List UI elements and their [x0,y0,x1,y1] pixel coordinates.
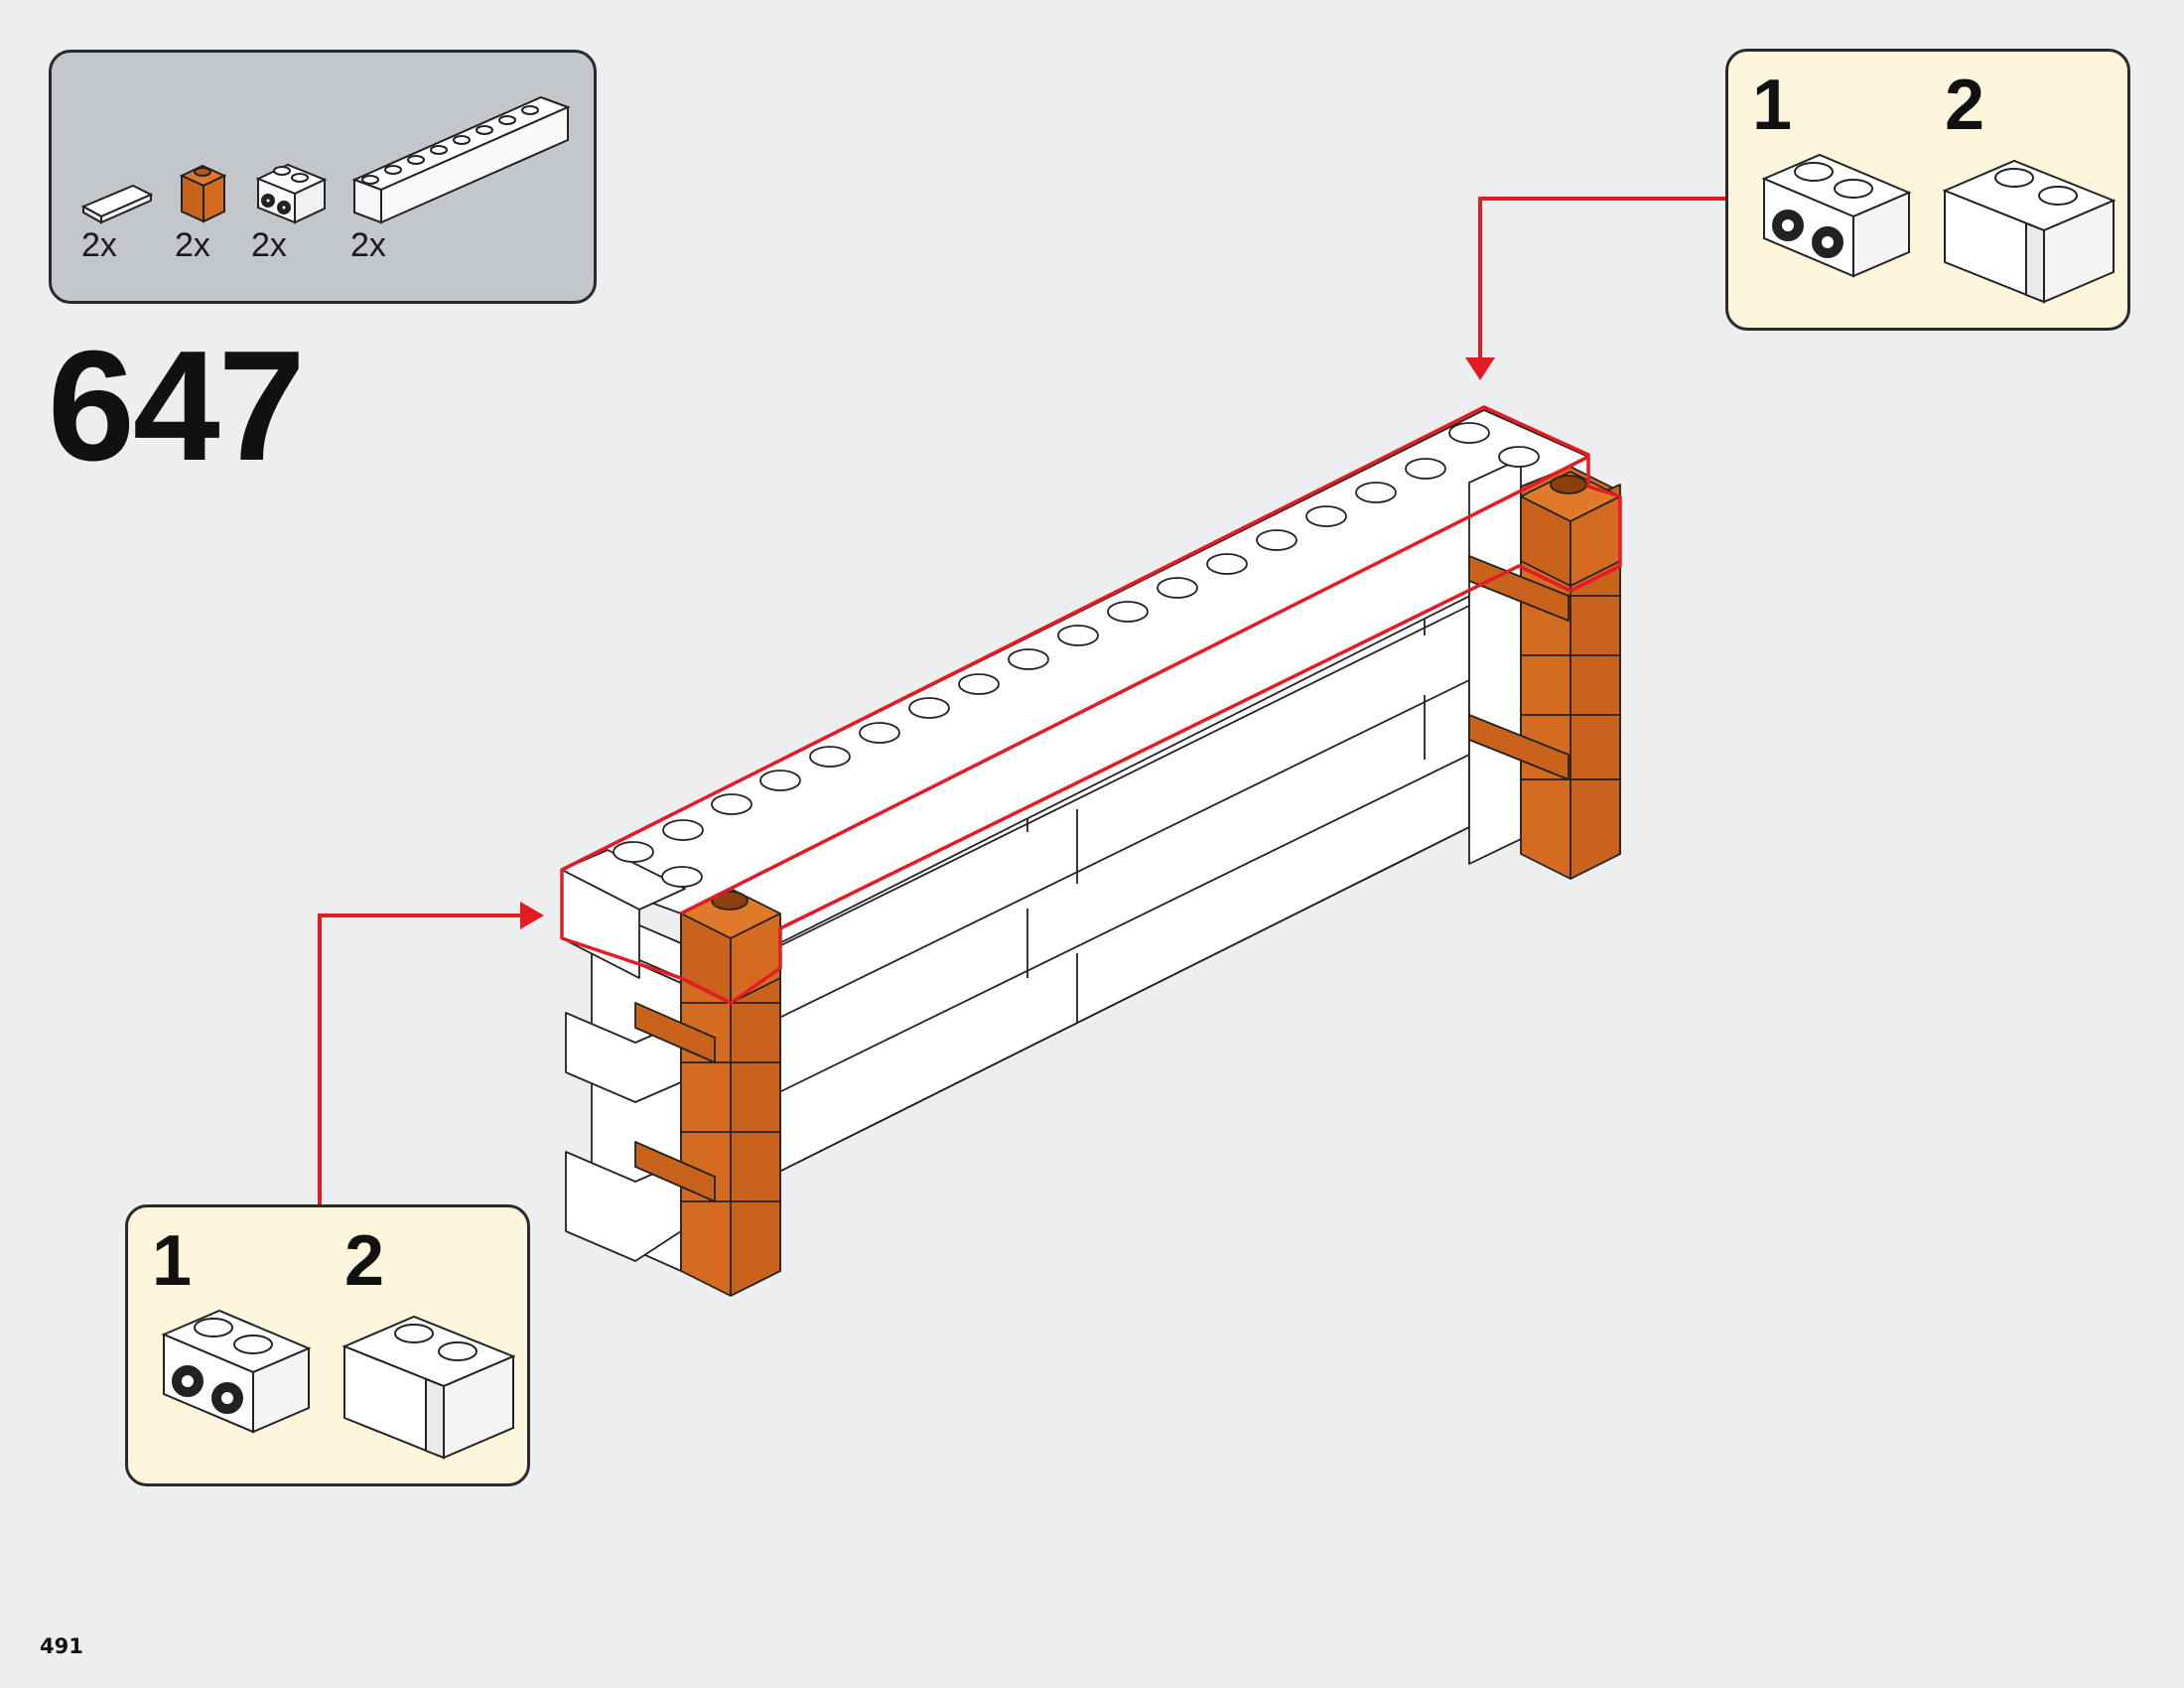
substep-callout-bottom: 1 2 [125,1204,530,1486]
left-top-new-bricks [561,849,781,1004]
part-quantity: 2x [81,226,117,264]
white-1x2-brick-with-tile-icon [1942,159,2116,304]
callout-arrows [318,197,1727,1204]
parts-illustrations [80,95,571,224]
orange-1x1-brick-icon [179,164,227,223]
substep-number: 2 [344,1221,385,1301]
step-number: 647 [48,319,306,493]
white-1x2-brick-with-side-studs-icon [1761,153,1912,278]
parts-list-panel: 2x 2x 2x 2x [49,50,597,304]
white-1x2-tile-icon [80,184,154,224]
part-quantity: 2x [350,226,386,264]
part-quantity: 2x [251,226,287,264]
arrowhead-icon [520,902,544,929]
arrowhead-icon [1465,357,1495,380]
top-studs [613,422,1540,888]
substep-number: 1 [152,1221,193,1301]
substep-illustrations [1761,153,2116,304]
page-number: 491 [40,1634,83,1658]
top-callout-arrow [1478,197,1727,359]
white-1x2-brick-with-side-studs-icon [255,163,328,224]
right-orange-column [1468,466,1621,880]
white-1x2-brick-with-tile-icon [341,1315,516,1460]
white-1x8-brick-icon [351,95,571,224]
left-orange-column [634,898,781,1297]
substep-callout-top: 1 2 [1725,49,2130,331]
bottom-callout-arrow [318,914,526,1204]
substep-number: 1 [1752,66,1793,145]
white-1x2-brick-with-side-studs-icon [161,1309,312,1434]
new-parts-highlight-outline [560,405,1622,1005]
substep-number: 2 [1945,66,1985,145]
part-quantity: 2x [175,226,210,264]
right-top-orange-brick [1520,471,1621,587]
substep-illustrations [161,1309,516,1460]
